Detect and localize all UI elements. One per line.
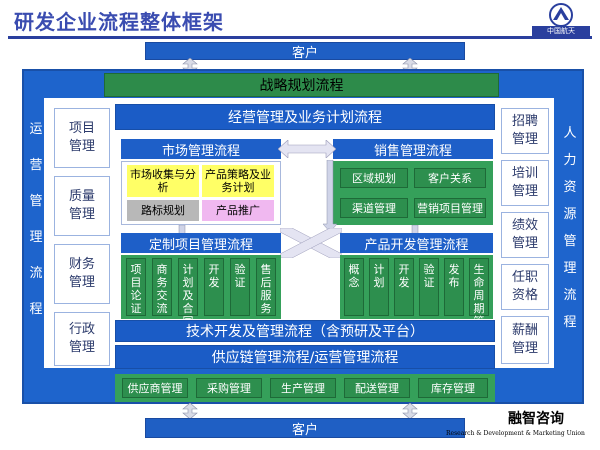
qualification-box: 任职 资格 <box>501 264 549 310</box>
brand-name: 融智咨询 <box>508 411 564 427</box>
market-mgmt-header: 市场管理流程 <box>121 139 281 159</box>
logo: 中国航天 <box>530 2 592 36</box>
finance-mgmt-box: 财务 管理 <box>54 244 110 304</box>
product-strategy-chip: 产品策略及业务计划 <box>202 165 274 197</box>
box-line: 绩效 <box>511 218 538 233</box>
market-research-chip: 市场收集与分析 <box>127 165 199 197</box>
vertical-char: 力 <box>563 153 577 168</box>
tech-dev-bar: 技术开发及管理流程（含预研及平台） <box>115 320 495 342</box>
custom-project-panel <box>121 255 281 319</box>
customer-bottom-bar: 客户 <box>145 418 465 438</box>
sales-region-chip: 区域规划 <box>340 168 408 188</box>
double-arrow-icon <box>182 403 198 419</box>
box-line: 薪酬 <box>511 323 538 338</box>
box-line: 管理 <box>511 184 538 199</box>
supply-chain-bar: 供应链管理流程/运营管理流程 <box>115 345 495 369</box>
box-line: 培训 <box>511 166 538 181</box>
roadmap-chip: 路标规划 <box>127 200 199 221</box>
channel-mgmt-chip: 渠道管理 <box>340 198 408 218</box>
box-line: 管理 <box>511 132 538 147</box>
vertical-char: 营 <box>29 158 43 173</box>
project-evaluation-chip: 项目论证 <box>126 258 146 316</box>
product-dev-header: 产品开发管理流程 <box>340 233 493 253</box>
business-plan-bar: 经营管理及业务计划流程 <box>115 104 495 130</box>
project-mgmt-box: 项目 管理 <box>54 108 110 168</box>
training-mgmt-box: 培训 管理 <box>501 160 549 206</box>
distribution-mgmt-chip: 配送管理 <box>344 378 410 398</box>
box-line: 管理 <box>511 236 538 251</box>
double-arrow-icon <box>278 140 336 158</box>
business-exchange-chip: 商务交流 <box>152 258 172 316</box>
verification-chip: 验证 <box>230 258 250 316</box>
vertical-char: 流 <box>563 288 577 303</box>
operations-mgmt-vertical-label: 运 营 管 理 流 程 <box>27 120 45 320</box>
vertical-char: 源 <box>563 207 577 222</box>
after-sales-chip: 售后服务 <box>256 258 276 316</box>
plan-chip: 计划 <box>369 258 389 316</box>
vertical-char: 理 <box>563 261 577 276</box>
vertical-char: 人 <box>563 126 577 141</box>
admin-mgmt-box: 行政 管理 <box>54 312 110 366</box>
customer-relation-chip: 客户关系 <box>414 168 486 188</box>
vertical-char: 运 <box>29 122 43 137</box>
develop-chip: 开发 <box>394 258 414 316</box>
vertical-char: 管 <box>563 234 577 249</box>
footer-brand: 融智咨询 Research & Development & Marketing … <box>440 408 596 442</box>
custom-project-header: 定制项目管理流程 <box>121 233 281 253</box>
verify-chip: 验证 <box>419 258 439 316</box>
vertical-char: 流 <box>29 266 43 281</box>
box-line: 招聘 <box>511 114 538 129</box>
sales-mgmt-header: 销售管理流程 <box>333 139 493 159</box>
plan-contract-chip: 计划及合同 <box>178 258 198 328</box>
customer-top-bar: 客户 <box>145 42 465 61</box>
logo-text: 中国航天 <box>532 26 590 36</box>
page-title: 研发企业流程整体框架 <box>14 10 224 34</box>
box-line: 质量 <box>68 189 95 204</box>
box-line: 管理 <box>68 207 95 222</box>
box-line: 行政 <box>68 322 95 337</box>
box-line: 管理 <box>68 340 95 355</box>
logo-mark-icon <box>549 3 573 27</box>
production-mgmt-chip: 生产管理 <box>270 378 336 398</box>
box-line: 任职 <box>511 270 538 285</box>
cross-arrow-icon <box>280 228 342 258</box>
hr-mgmt-vertical-label: 人 力 资 源 管 理 流 程 <box>561 124 579 333</box>
box-line: 资格 <box>511 288 538 303</box>
vertical-char: 程 <box>563 315 577 330</box>
recruitment-mgmt-box: 招聘 管理 <box>501 108 549 154</box>
vertical-char: 资 <box>563 180 577 195</box>
marketing-project-chip: 营销项目管理 <box>414 198 486 218</box>
down-arrow-icon <box>323 160 337 232</box>
development-chip: 开发 <box>204 258 224 316</box>
box-line: 管理 <box>511 341 538 356</box>
performance-mgmt-box: 绩效 管理 <box>501 212 549 258</box>
title-divider <box>8 36 592 39</box>
inventory-mgmt-chip: 库存管理 <box>418 378 488 398</box>
strategy-planning-bar: 战略规划流程 <box>104 73 499 97</box>
release-chip: 发布 <box>444 258 464 316</box>
concept-chip: 概念 <box>344 258 364 316</box>
procurement-mgmt-chip: 采购管理 <box>196 378 262 398</box>
double-arrow-icon <box>402 403 418 419</box>
quality-mgmt-box: 质量 管理 <box>54 176 110 236</box>
vertical-char: 管 <box>29 194 43 209</box>
vertical-char: 理 <box>29 230 43 245</box>
box-line: 管理 <box>68 275 95 290</box>
lifecycle-chip: 生命周期管理 <box>469 258 489 341</box>
product-promotion-chip: 产品推广 <box>202 200 274 221</box>
box-line: 项目 <box>68 121 95 136</box>
box-line: 管理 <box>68 139 95 154</box>
compensation-mgmt-box: 薪酬 管理 <box>501 316 549 364</box>
box-line: 财务 <box>68 257 95 272</box>
vertical-char: 程 <box>29 302 43 317</box>
product-dev-panel <box>340 255 493 319</box>
supplier-mgmt-chip: 供应商管理 <box>122 378 188 398</box>
brand-subtitle: Research & Development & Marketing Union <box>446 430 585 437</box>
